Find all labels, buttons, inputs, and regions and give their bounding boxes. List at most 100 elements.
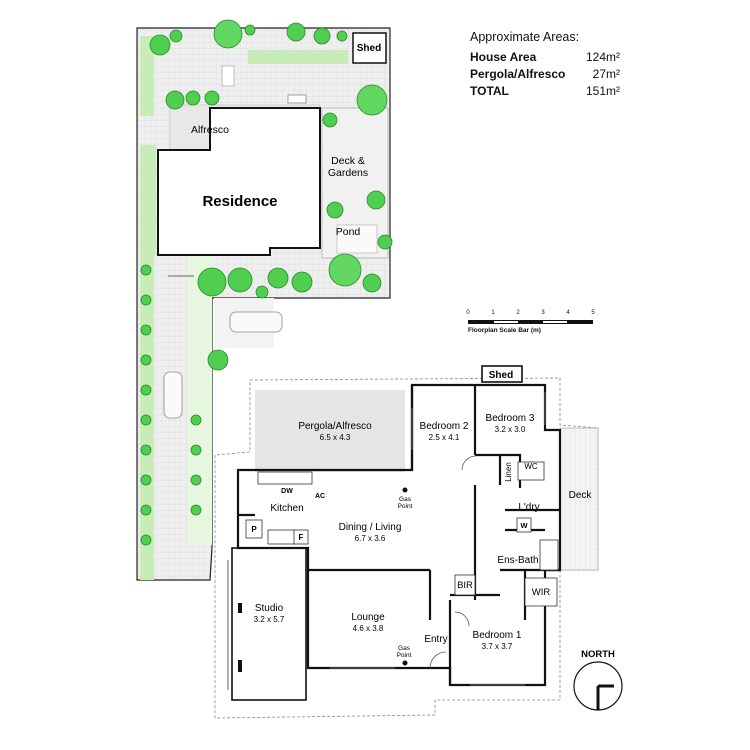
scale-tick: 4 (566, 310, 570, 316)
tree (227, 267, 253, 293)
bedroom3-label: Bedroom 3 (486, 413, 535, 424)
deck-area (559, 427, 599, 571)
site-alfresco-label: Alfresco (191, 124, 229, 136)
car-outline (163, 371, 183, 419)
dining-dims: 6.7 x 3.6 (355, 534, 386, 543)
tree (255, 285, 269, 299)
floor-shed-label: Shed (489, 370, 513, 381)
floor-shed (481, 365, 523, 383)
site-residence-label: Residence (202, 193, 277, 210)
area-value: 151m² (585, 84, 620, 98)
pergola-label: Pergola/Alfresco (298, 421, 372, 432)
site-deck-label-1: Deck & (331, 155, 365, 167)
tree (328, 253, 362, 287)
dining-label: Dining / Living (339, 522, 402, 533)
tree (326, 201, 344, 219)
tree (197, 267, 227, 297)
tree (149, 34, 171, 56)
bedroom3-dims: 3.2 x 3.0 (495, 425, 526, 434)
north-label: NORTH (581, 649, 615, 660)
car-outline (229, 311, 283, 333)
tree (362, 273, 382, 293)
site-trees (140, 19, 393, 546)
tree (190, 504, 202, 516)
area-row: House Area 124m² (470, 49, 620, 66)
tree (313, 27, 331, 45)
tree (169, 29, 183, 43)
pantry-label: P (251, 525, 257, 534)
wir-box (524, 577, 558, 607)
tree (213, 19, 243, 49)
steps (221, 65, 235, 87)
lounge-label: Lounge (351, 612, 385, 623)
fridge-label: F (299, 533, 304, 542)
area-value: 27m² (592, 67, 620, 81)
tree (140, 264, 152, 276)
tree (291, 271, 313, 293)
tree (267, 267, 289, 289)
gas2-label-2: Point (397, 652, 412, 659)
scale-tick: 3 (541, 310, 545, 316)
lawn-strip (140, 36, 154, 116)
cooktop (267, 529, 297, 545)
studio-dims: 3.2 x 5.7 (254, 615, 285, 624)
tree (207, 349, 229, 371)
lawn-strip (140, 145, 156, 255)
tree (286, 22, 306, 42)
wc-box (517, 461, 545, 481)
windows (227, 392, 546, 690)
bedroom1-label: Bedroom 1 (473, 630, 522, 641)
scale-ticks: 0 1 2 3 4 5 (466, 310, 598, 320)
bir-label: BIR (457, 580, 473, 591)
gas2-label-1: Gas (398, 645, 411, 652)
bath (539, 539, 559, 571)
area-value: 124m² (585, 50, 620, 64)
tree (165, 90, 185, 110)
wir-label: WIR (532, 587, 551, 598)
area-label: TOTAL (470, 84, 509, 98)
dw-label: DW (281, 488, 293, 495)
wc-label: WC (524, 462, 538, 471)
washer-box (516, 517, 532, 533)
bedroom2-label: Bedroom 2 (420, 421, 469, 432)
area-row: TOTAL 151m² (470, 83, 620, 100)
kitchen-bench (257, 471, 313, 485)
area-row: Pergola/Alfresco 27m² (470, 66, 620, 83)
scale-bar: 0 1 2 3 4 5 Floorplan Scale Bar (m) (466, 310, 598, 334)
studio-label: Studio (255, 603, 284, 614)
tree (140, 414, 152, 426)
pergola-area (255, 390, 405, 472)
floor-dashed-boundary (214, 377, 599, 719)
studio-marker (238, 660, 242, 672)
tree (377, 234, 393, 250)
tree (140, 354, 152, 366)
gas-point-marker (402, 660, 408, 666)
ldry-label: L'dry (518, 502, 539, 513)
tree (336, 30, 348, 42)
site-shed-label: Shed (357, 43, 381, 54)
washer-label: W (520, 521, 528, 530)
tree (322, 112, 338, 128)
ac-label: AC (315, 493, 325, 500)
floor-plan (214, 365, 599, 719)
bedroom1-dims: 3.7 x 3.7 (482, 642, 513, 651)
north-arrow: NORTH (573, 649, 623, 711)
gas-point-marker (402, 487, 408, 493)
tree (190, 414, 202, 426)
deck-label: Deck (569, 490, 593, 501)
scale-tick: 2 (516, 310, 520, 316)
tree (140, 504, 152, 516)
site-plan (136, 27, 391, 581)
site-pond-label: Pond (336, 226, 361, 238)
bench (287, 94, 307, 104)
areas-table: Approximate Areas: House Area 124m² Perg… (470, 30, 620, 100)
residence-building (157, 107, 321, 256)
tree (140, 294, 152, 306)
linen-label: Linen (504, 462, 513, 482)
tree (190, 444, 202, 456)
gas-label-2: Point (398, 503, 413, 510)
tree (185, 90, 201, 106)
areas-title: Approximate Areas: (470, 30, 580, 44)
